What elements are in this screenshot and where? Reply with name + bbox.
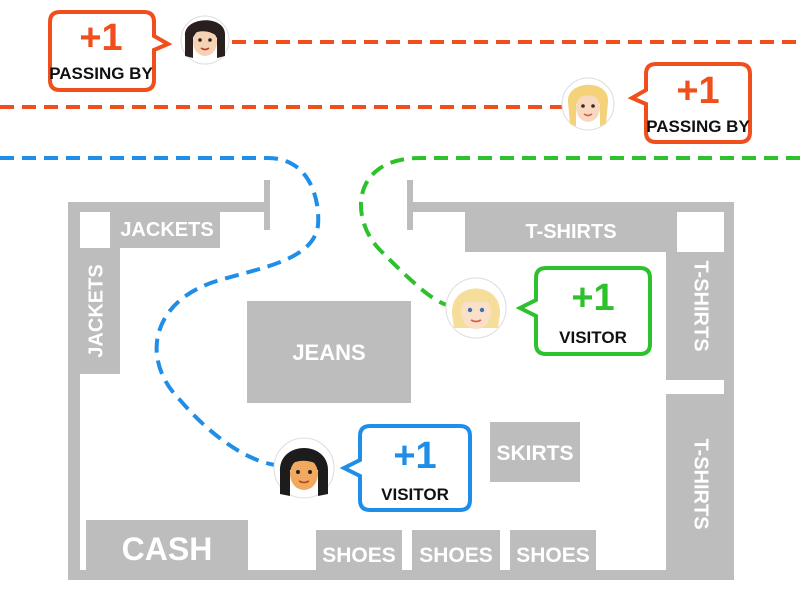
woman-dark-hair-avatar-icon <box>180 15 230 65</box>
visitor-path-blue <box>0 156 321 467</box>
section-jeans: JEANS <box>247 301 411 403</box>
section-jackets-side: JACKETS <box>74 248 120 374</box>
bubble-caption: VISITOR <box>559 328 627 347</box>
section-jackets-top: JACKETS <box>110 210 220 248</box>
passing-by-bubble-2: +1 PASSING BY <box>627 62 752 144</box>
section-cash: CASH <box>86 520 248 574</box>
bubble-count: +1 <box>393 435 436 477</box>
section-label: T-SHIRTS <box>525 221 616 243</box>
section-label: T-SHIRTS <box>690 260 712 351</box>
section-shoes-2: SHOES <box>412 530 500 574</box>
bubble-count: +1 <box>571 277 614 319</box>
section-tshirts-top: T-SHIRTS <box>465 210 677 252</box>
section-label: SHOES <box>419 544 493 567</box>
section-shoes-1: SHOES <box>316 530 402 574</box>
section-tshirts-side-lower: T-SHIRTS <box>666 394 730 574</box>
bubble-count: +1 <box>79 17 122 59</box>
section-shoes-3: SHOES <box>510 530 596 574</box>
bubble-count: +1 <box>676 70 719 112</box>
bubble-caption: PASSING BY <box>646 117 750 136</box>
bubble-caption: PASSING BY <box>49 64 153 83</box>
woman-black-hair-avatar-icon <box>273 437 335 499</box>
visitor-bubble-blue: +1 VISITOR <box>339 424 472 512</box>
section-label: JACKETS <box>120 219 213 241</box>
passing-by-bubble-1: +1 PASSING BY <box>48 10 173 92</box>
section-skirts: SKIRTS <box>490 422 580 482</box>
section-label: CASH <box>122 531 213 567</box>
woman-blonde-bob-avatar-icon <box>445 277 507 339</box>
section-tshirts-side-upper: T-SHIRTS <box>666 252 730 380</box>
section-label: SKIRTS <box>496 442 573 465</box>
section-label: T-SHIRTS <box>690 438 712 529</box>
woman-blonde-braids-avatar-icon <box>561 77 615 131</box>
visitor-bubble-green: +1 VISITOR <box>515 266 652 356</box>
section-label: SHOES <box>516 544 590 567</box>
section-label: JEANS <box>292 340 365 365</box>
bubble-caption: VISITOR <box>381 485 449 504</box>
section-label: SHOES <box>322 544 396 567</box>
visitor-path-green <box>359 156 800 307</box>
section-label: JACKETS <box>85 264 107 357</box>
